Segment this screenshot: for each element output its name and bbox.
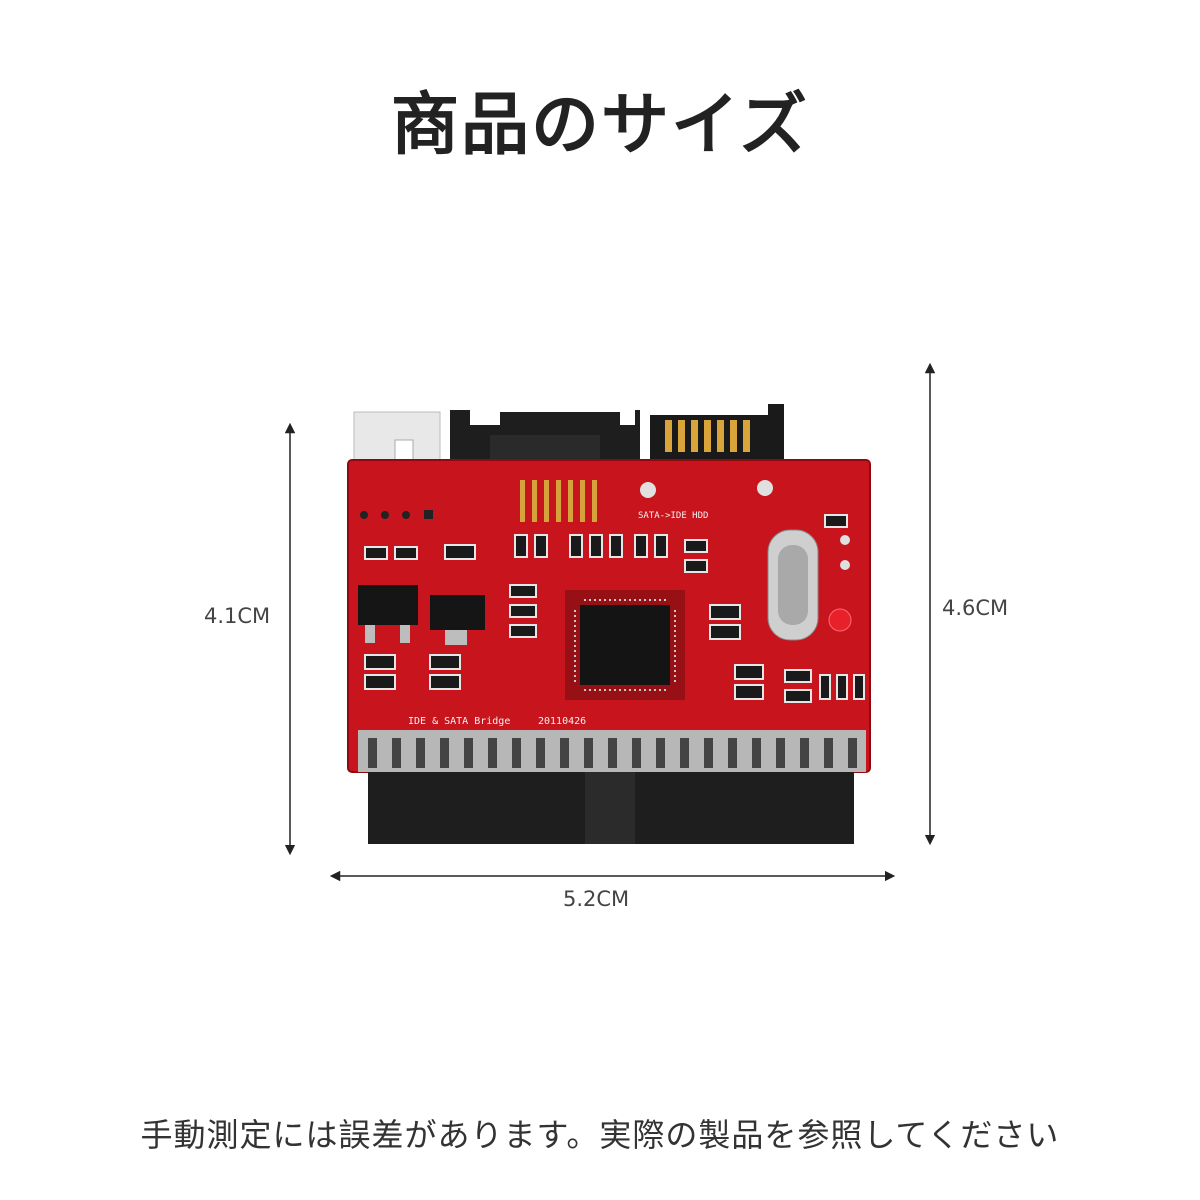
width-label: 5.2CM — [563, 887, 630, 911]
silkscreen-date: 20110426 — [538, 716, 586, 727]
right-height-label: 4.6CM — [942, 596, 1009, 620]
voltage-regulator-2 — [430, 595, 485, 630]
silkscreen-bridge: IDE & SATA Bridge — [408, 716, 510, 727]
voltage-regulator-1 — [358, 585, 418, 625]
page-title: 商品のサイズ — [391, 86, 809, 165]
ide-sata-adapter-image: SATA->IDE HDD IDE & SATA Bridge 20110426 — [347, 404, 871, 844]
measurement-note: 手動測定には誤差があります。実際の製品を参照してください — [140, 1116, 1060, 1154]
red-led — [828, 608, 852, 632]
left-height-label: 4.1CM — [204, 604, 271, 628]
silkscreen-mode: SATA->IDE HDD — [638, 511, 708, 521]
